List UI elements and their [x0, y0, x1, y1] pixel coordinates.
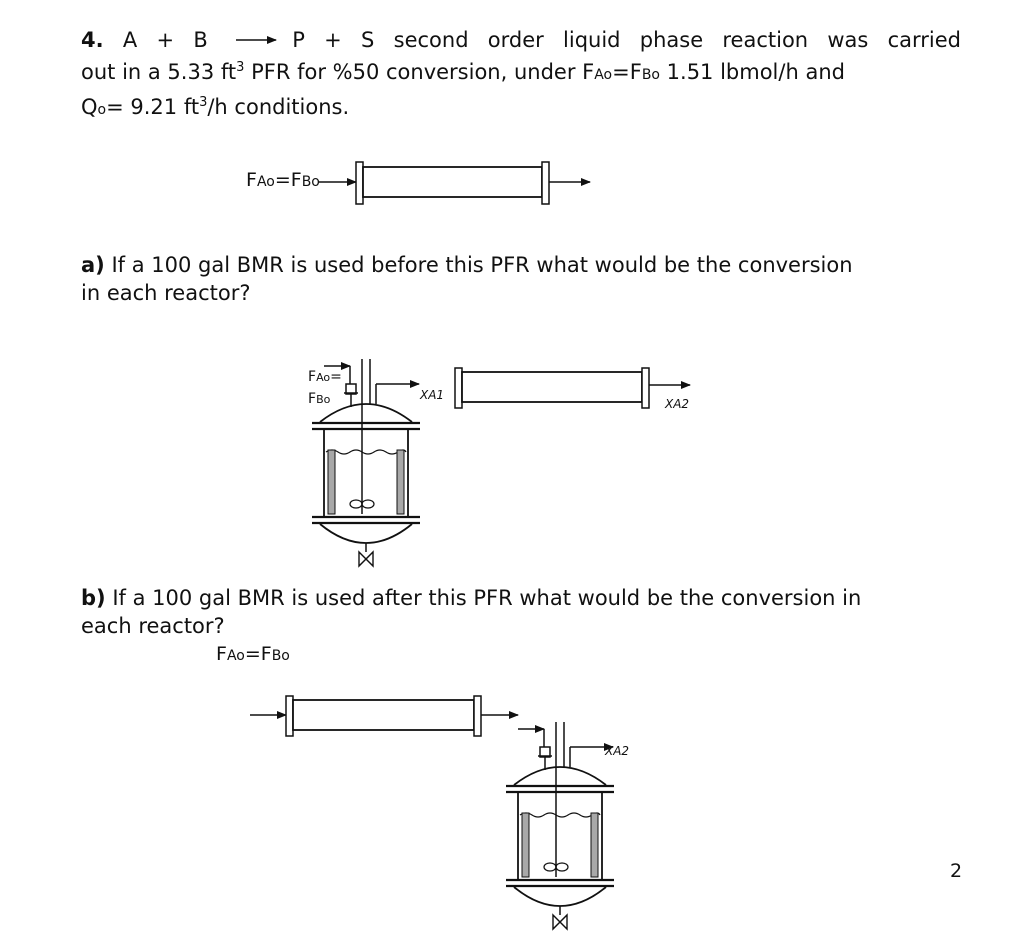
part-b-line-2: each reactor?	[81, 614, 225, 638]
problem-statement: 4. A + B P + S second order liquid phase…	[81, 26, 961, 124]
fig3-feed-label: FAo=FBo	[216, 643, 290, 665]
fig3-bmr	[506, 722, 614, 929]
reactants: A + B	[122, 28, 208, 52]
problem-line-1: 4. A + B P + S second order liquid phase…	[81, 26, 961, 54]
problem-line-2: out in a 5.33 ft3 PFR for %50 conversion…	[81, 60, 845, 84]
fig2-xa1-label: XA1	[420, 388, 445, 402]
fig2-bmr	[312, 359, 420, 566]
problem-text-1: second order liquid phase reaction was c…	[393, 28, 962, 52]
fig3-pfr	[250, 695, 519, 737]
products: P + S	[292, 28, 375, 52]
page-number: 2	[950, 860, 963, 882]
part-a: a) If a 100 gal BMR is used before this …	[81, 251, 961, 307]
fig1-feed-label: FAo=FBo	[246, 169, 320, 191]
part-a-line-2: in each reactor?	[81, 281, 251, 305]
problem-number: 4.	[81, 28, 104, 52]
fig1-pfr	[318, 161, 591, 205]
part-a-line-1: a) If a 100 gal BMR is used before this …	[81, 253, 853, 277]
part-b-line-1: b) If a 100 gal BMR is used after this P…	[81, 586, 862, 610]
problem-line-3: Qo= 9.21 ft3/h conditions.	[81, 95, 350, 119]
fig2-feed-label-1: FAo=	[308, 369, 342, 385]
part-b: b) If a 100 gal BMR is used after this P…	[81, 584, 961, 640]
part-a-label: a)	[81, 253, 105, 277]
fig2-feed-label-2: FBo	[308, 391, 331, 407]
fig2-xa2-label: XA2	[665, 397, 690, 411]
part-b-label: b)	[81, 586, 106, 610]
fig2-pfr	[454, 367, 691, 409]
